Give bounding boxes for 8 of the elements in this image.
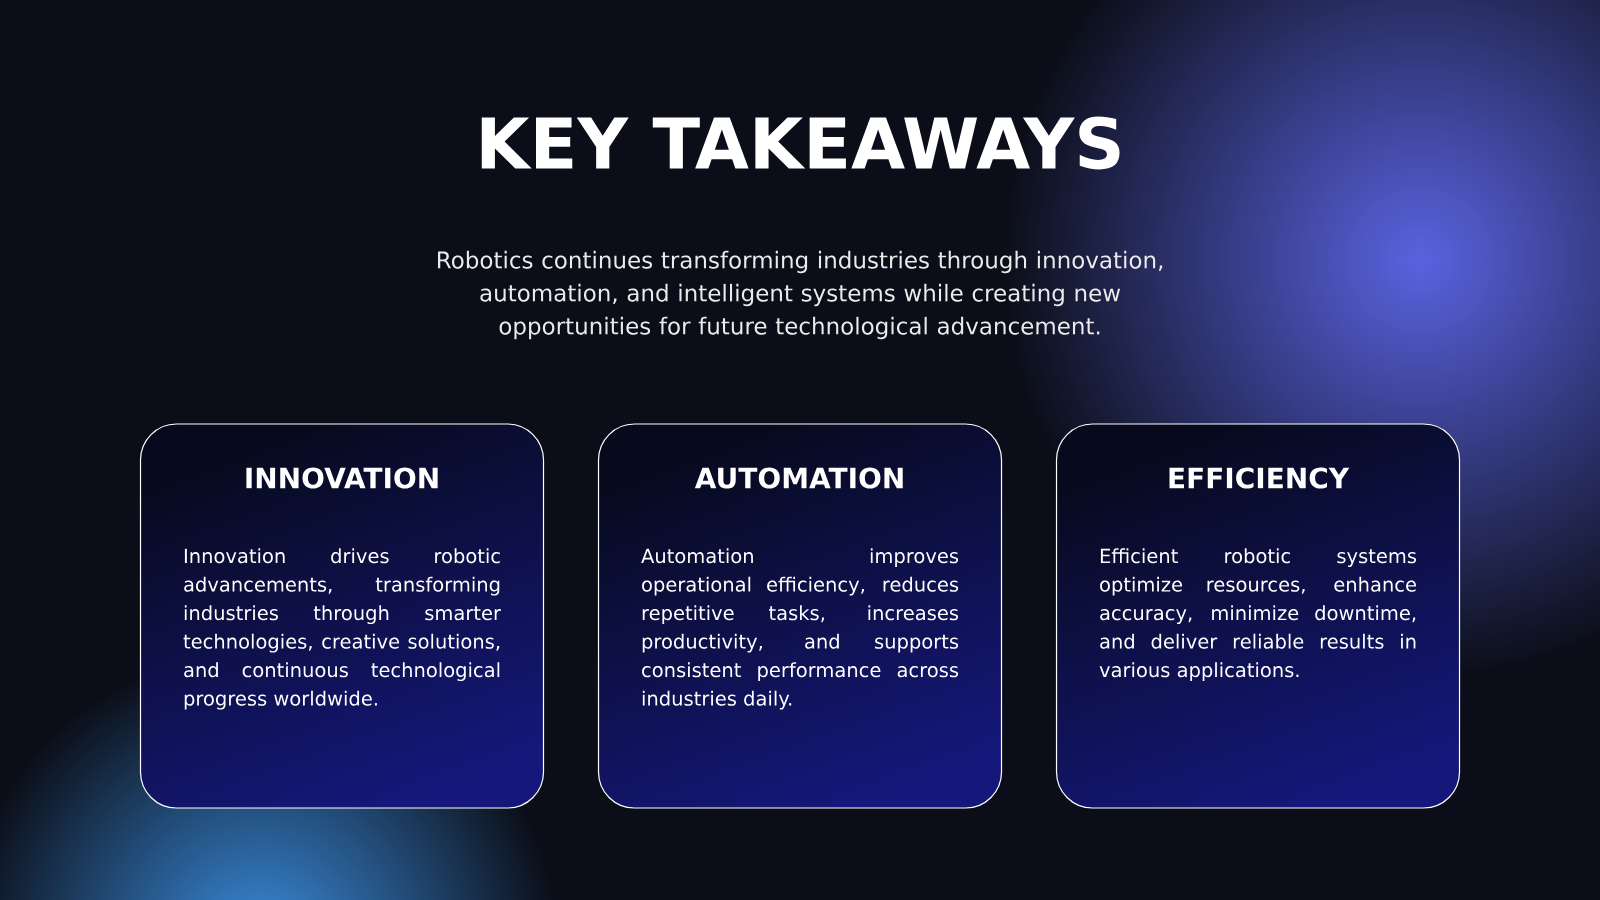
- card-text: Efficient robotic systems optimize resources, enhance accuracy, minimize downtime, and deliver reliable results in various applications.: [1099, 548, 1417, 682]
- card-heading: INNOVATION: [246, 467, 438, 489]
- title: KEY TAKEAWAYS: [481, 116, 1120, 170]
- card-text: Automation improves operational efficiency, reduces repetitive tasks, increases productivity, and supports consistent performance across industries daily.: [641, 548, 959, 710]
- card-heading: EFFICIENCY: [1169, 467, 1350, 489]
- subtitle: Robotics continues transforming industries through innovation, automation, and intelligent systems while creating new opportunities for future technological advancement.: [438, 250, 1163, 340]
- card-heading: AUTOMATION: [694, 467, 903, 489]
- card-text: Innovation drives robotic advancements, transforming industries through smarter technologies, creative solutions, and continuous technological progress worldwide.: [183, 548, 501, 710]
